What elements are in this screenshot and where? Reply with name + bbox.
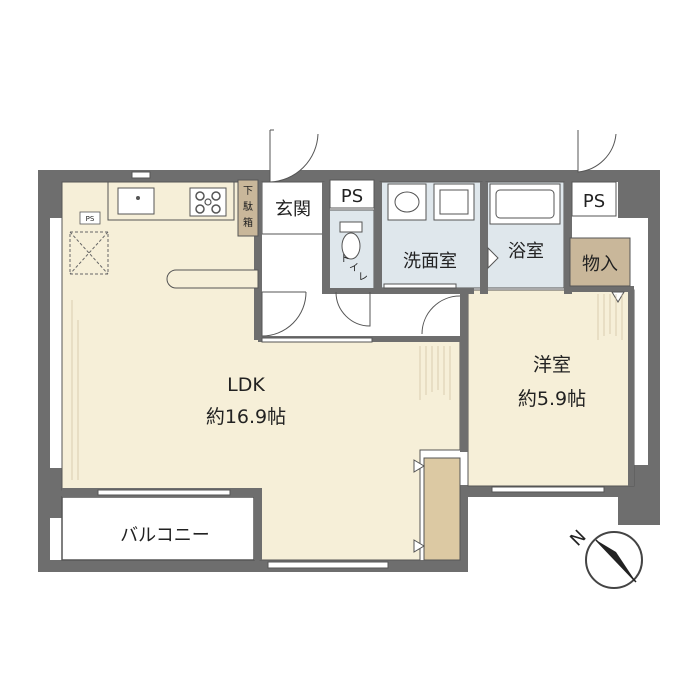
entrance-label: 玄関 bbox=[275, 199, 311, 220]
ps-box-small bbox=[79, 211, 101, 225]
bathroom-label: 浴室 bbox=[508, 241, 544, 262]
shoe-box bbox=[237, 179, 259, 237]
washroom-label: 洗面室 bbox=[403, 251, 457, 272]
sink bbox=[117, 187, 155, 215]
bathtub bbox=[489, 183, 561, 225]
washroom-fixtures bbox=[387, 183, 475, 221]
ps-label-right: PS bbox=[583, 191, 605, 212]
floors bbox=[61, 181, 635, 561]
ps-box-right bbox=[571, 181, 617, 217]
storage-closet bbox=[569, 237, 631, 287]
shoe-box-char-3: 箱 bbox=[243, 216, 253, 229]
toilet-char-1: ト bbox=[340, 254, 350, 265]
entrance-floor bbox=[261, 181, 325, 235]
kitchen-counter bbox=[107, 181, 235, 221]
compass: N bbox=[566, 526, 643, 589]
balcony-floor bbox=[61, 496, 255, 561]
toilet-char-3: レ bbox=[358, 272, 368, 283]
shoe-box-char-2: 駄 bbox=[243, 200, 253, 213]
toilet-char-2: イ bbox=[349, 263, 359, 274]
fridge-space bbox=[69, 231, 109, 275]
doors bbox=[261, 129, 625, 553]
western-room-size: 約5.9帖 bbox=[518, 388, 586, 410]
shoe-box-char-1: 下 bbox=[243, 186, 253, 197]
ldk-name: LDK bbox=[227, 374, 265, 396]
counter-peninsula bbox=[166, 269, 259, 289]
ps-label-small: PS bbox=[86, 215, 95, 223]
western-room-name: 洋室 bbox=[533, 354, 571, 376]
ps-label-left: PS bbox=[341, 186, 363, 207]
balcony-label: バルコニー bbox=[120, 525, 210, 546]
room-labels: LDK 約16.9帖 洋室 約5.9帖 玄関 洗面室 浴室 物入 バルコニー P… bbox=[86, 186, 618, 546]
windows bbox=[97, 171, 605, 569]
wash-basin bbox=[387, 183, 427, 221]
light-hatching bbox=[71, 294, 623, 480]
toilet-fixture bbox=[339, 221, 363, 260]
storage-label: 物入 bbox=[582, 254, 618, 275]
compass-north-label: N bbox=[566, 526, 590, 550]
ldk-closet bbox=[423, 457, 461, 561]
ps-box-left bbox=[329, 179, 375, 209]
ldk-size: 約16.9帖 bbox=[206, 406, 286, 428]
western-room-floor bbox=[467, 289, 635, 487]
stove bbox=[189, 187, 227, 217]
